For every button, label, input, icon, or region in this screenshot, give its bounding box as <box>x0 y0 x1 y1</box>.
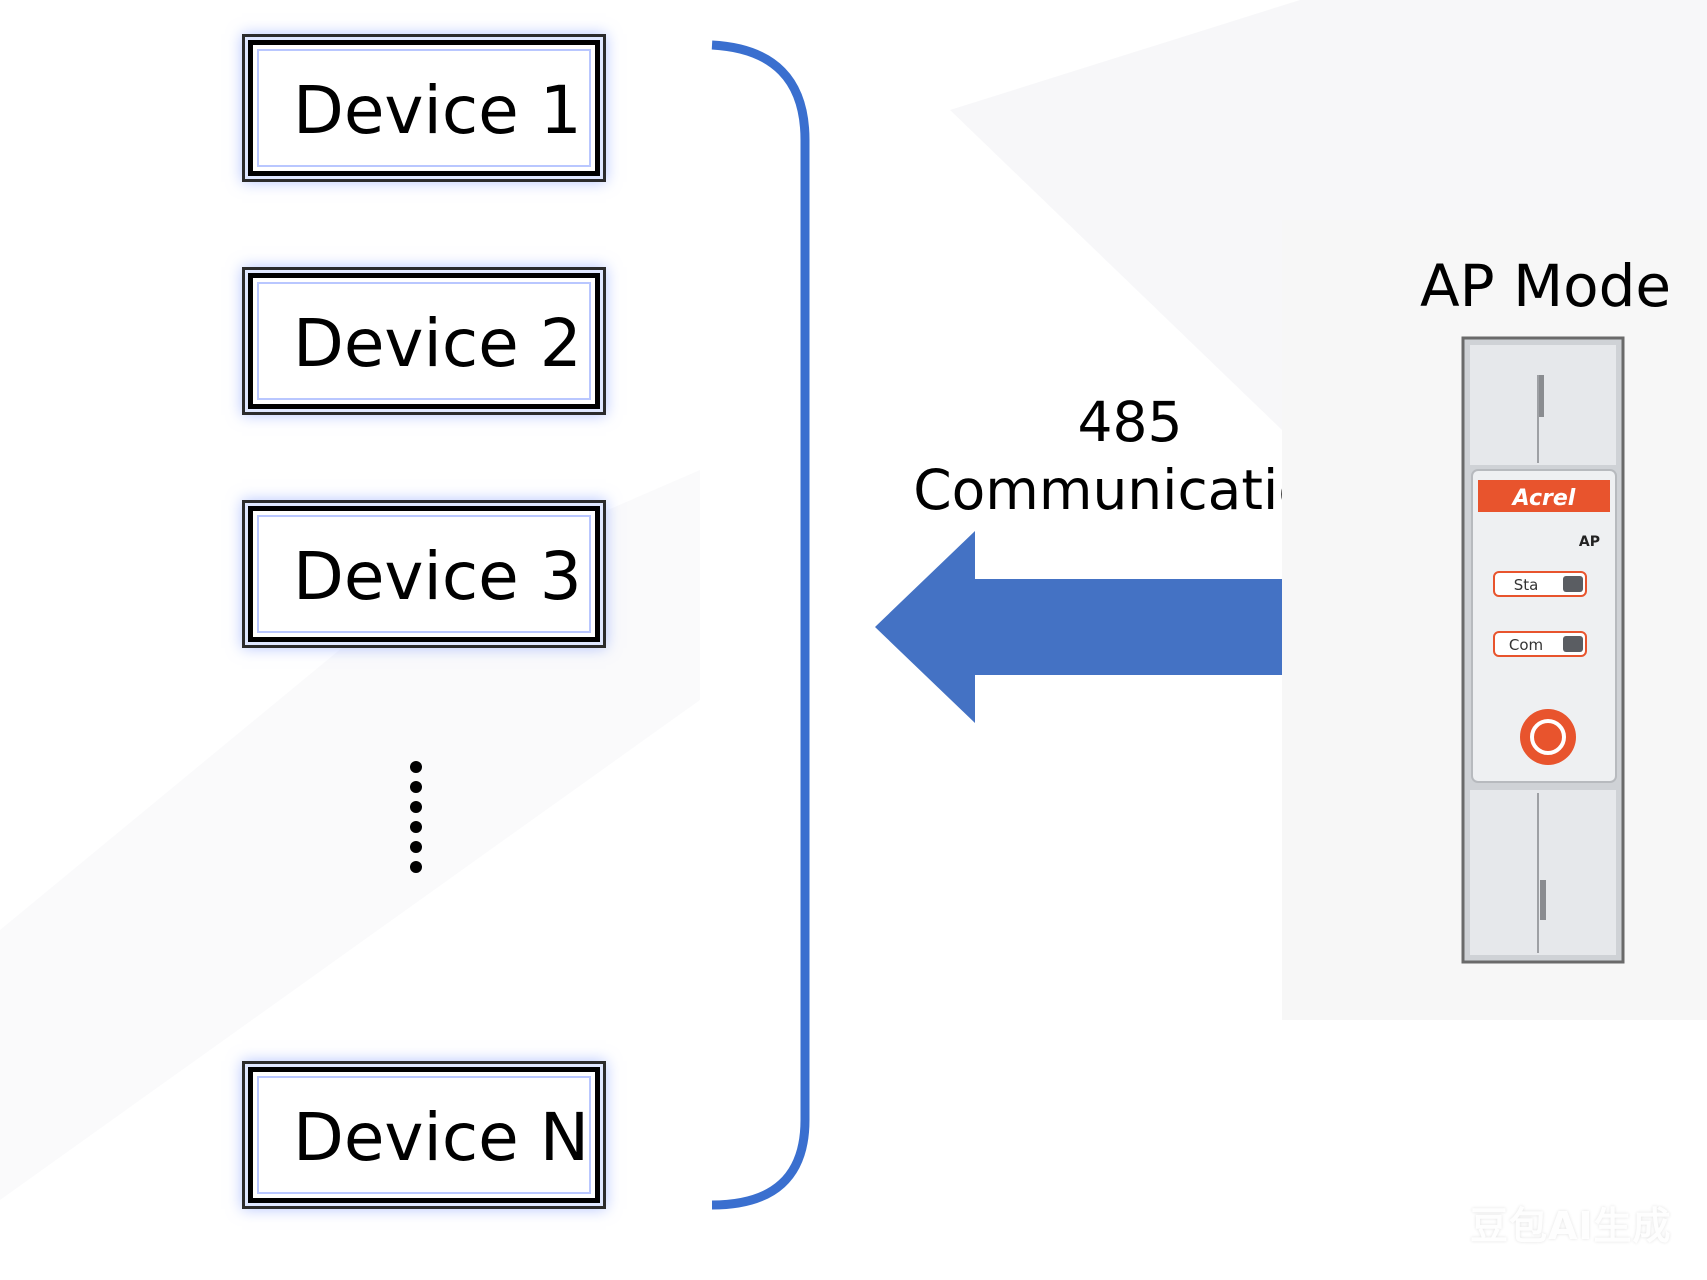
device-box-inner-border <box>257 1076 591 1194</box>
device-box-inner-border <box>257 49 591 167</box>
communication-number: 485 <box>1077 390 1183 454</box>
device-box-2: Device 2 <box>248 273 600 409</box>
vertical-ellipsis <box>410 761 422 873</box>
device-box-inner-border <box>257 282 591 400</box>
bidirectional-arrow <box>875 531 1395 723</box>
device-box-n: Device N <box>248 1067 600 1203</box>
com-label: Com <box>1509 636 1543 654</box>
device-box-3: Device 3 <box>248 506 600 642</box>
ap-mode-title: AP Mode <box>1420 252 1672 320</box>
sta-label: Sta <box>1514 576 1539 594</box>
device-box-1: Device 1 <box>248 40 600 176</box>
model-text: AP <box>1579 534 1600 550</box>
device-label: Device 2 <box>293 305 582 382</box>
device-label: Device 1 <box>293 72 582 149</box>
device-box-inner-border <box>257 515 591 633</box>
brand-text: Acrel <box>1511 486 1576 511</box>
communication-label: Communication <box>913 458 1347 522</box>
ai-watermark: 豆包AI生成 <box>1470 1204 1672 1248</box>
device-label: Device 3 <box>293 538 582 615</box>
grouping-bracket <box>711 40 810 1210</box>
device-label: Device N <box>293 1099 590 1176</box>
ap-device-image: Acrel AP Sta Com <box>1460 335 1630 965</box>
